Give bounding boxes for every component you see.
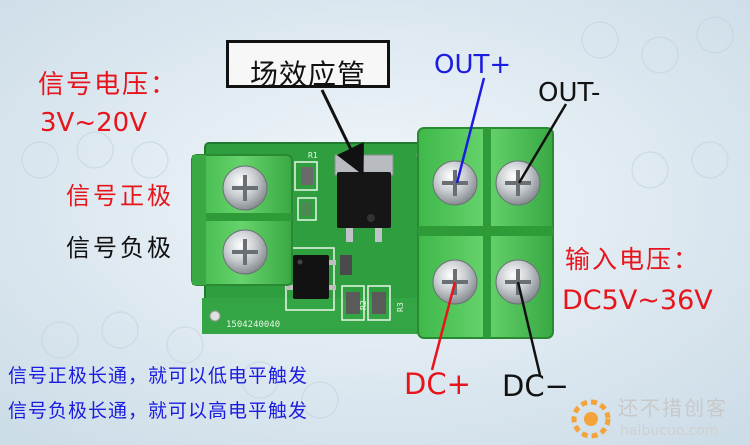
out-minus-pointer [517, 103, 568, 184]
note-pos-trigger: 信号正极长通，就可以低电平触发 [8, 365, 309, 387]
signal-terminal-block [191, 154, 293, 286]
note-neg-trigger: 信号负极长通，就可以高电平触发 [8, 400, 309, 422]
signal-neg-label: 信号负极 [66, 234, 174, 262]
out-minus-label: OUT- [538, 78, 601, 108]
silk-r2: R2 [359, 300, 368, 310]
silk-r3: R3 [396, 302, 405, 312]
mosfet-title: 场效应管 [249, 58, 366, 91]
dc-plus-pointer [430, 281, 457, 371]
signal-range-label: 3V~20V [40, 108, 147, 138]
mosfet-arrow [320, 89, 364, 176]
watermark-logo-icon [571, 399, 611, 439]
out-plus-label: OUT+ [434, 50, 512, 80]
watermark: 还不措创客 haibucuo.com [570, 396, 746, 442]
dc-minus-pointer [516, 281, 542, 376]
out-plus-pointer [455, 77, 486, 184]
input-range-label: DC5V~36V [562, 285, 713, 316]
dc-minus-label: DC− [502, 369, 569, 403]
mosfet-title-box: 场效应管 [226, 40, 390, 91]
input-voltage-label: 输入电压： [565, 245, 701, 274]
signal-voltage-label: 信号电压： [38, 70, 179, 100]
watermark-domain: haibucuo.com [620, 423, 719, 439]
bubble-texture [21, 16, 734, 419]
watermark-text: 还不措创客 [618, 396, 728, 420]
pcb-code-text: 1504240040 [226, 320, 280, 330]
dc-plus-label: DC+ [404, 367, 471, 401]
signal-pos-label: 信号正极 [66, 182, 174, 210]
silk-r1: R1 [308, 151, 318, 160]
